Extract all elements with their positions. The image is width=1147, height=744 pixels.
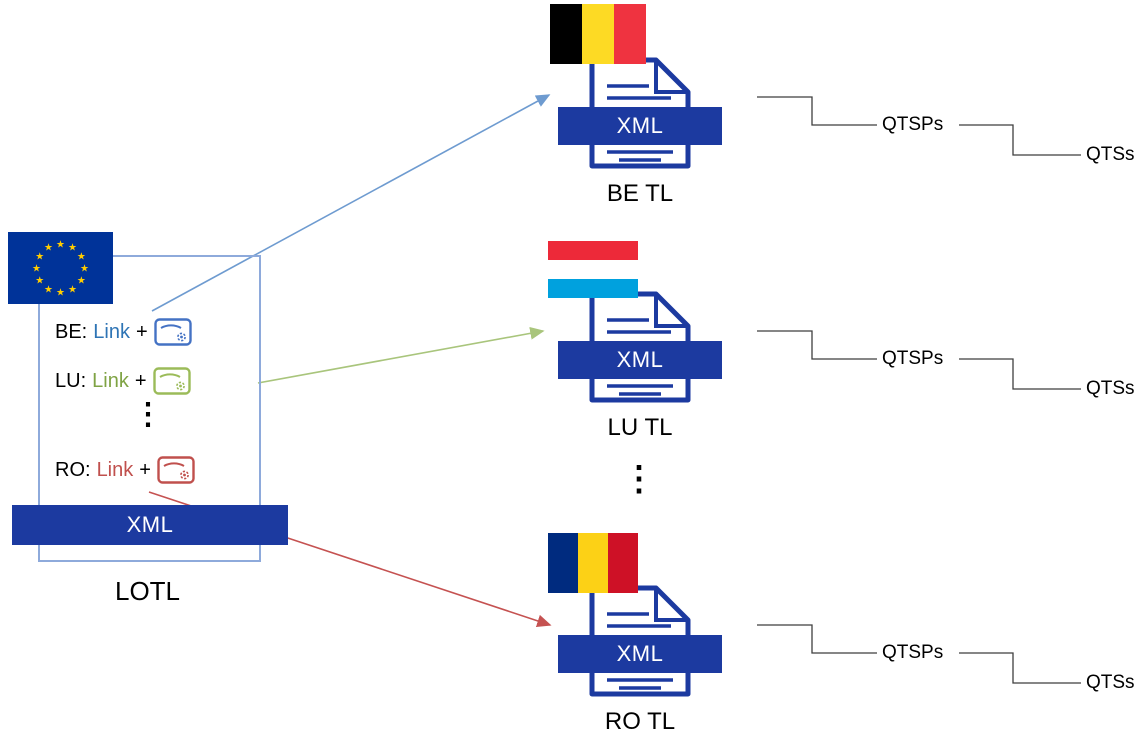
certificate-icon-lu xyxy=(152,367,191,395)
lu-qtsps-label: QTSPs xyxy=(882,348,944,369)
plus-sign: + xyxy=(135,320,148,343)
be-qtsps-label: QTSPs xyxy=(882,114,944,135)
be-tl-link[interactable]: Link xyxy=(93,320,130,343)
ro-tl-link[interactable]: Link xyxy=(96,458,134,481)
country-code-be: BE: xyxy=(55,320,88,343)
svg-text:★: ★ xyxy=(44,243,53,254)
country-code-ro: RO: xyxy=(55,458,91,481)
svg-text:★: ★ xyxy=(77,252,86,263)
be-qtss-label: QTSs xyxy=(1086,144,1135,165)
country-code-lu: LU: xyxy=(55,369,87,392)
connector-be-tl-to-qtsps xyxy=(757,96,877,126)
lu-tl-xml-banner: XML xyxy=(558,341,722,379)
svg-text:★: ★ xyxy=(32,264,41,275)
svg-text:★: ★ xyxy=(77,276,86,287)
be-tl-label: BE TL xyxy=(606,180,674,207)
be-tl-xml-banner: XML xyxy=(558,107,722,145)
luxembourg-flag-icon xyxy=(548,241,638,298)
ro-qtsps-label: QTSPs xyxy=(882,642,944,663)
lotl-xml-banner: XML xyxy=(12,505,288,545)
lu-tl-label: LU TL xyxy=(607,414,673,441)
svg-text:★: ★ xyxy=(56,240,65,251)
ro-tl-xml-banner: XML xyxy=(558,635,722,673)
lotl-entry-ro: RO: Link + xyxy=(55,454,195,486)
svg-text:★: ★ xyxy=(35,252,44,263)
connector-ro-tl-to-qtsps xyxy=(757,624,877,654)
connector-lu-tl-to-qtsps xyxy=(757,330,877,360)
ro-qtss-label: QTSs xyxy=(1086,672,1135,693)
lotl-entry-lu: LU: Link + xyxy=(55,365,191,397)
svg-text:★: ★ xyxy=(68,284,77,295)
ro-tl-label: RO TL xyxy=(604,708,676,735)
certificate-icon-ro xyxy=(157,456,195,484)
plus-sign: + xyxy=(139,458,151,481)
lotl-entries-ellipsis: ⋮ xyxy=(133,398,163,431)
plus-sign: + xyxy=(134,369,147,392)
certificate-icon-be xyxy=(153,318,192,346)
lu-tl-link[interactable]: Link xyxy=(92,369,129,392)
svg-text:★: ★ xyxy=(35,276,44,287)
lotl-label: LOTL xyxy=(114,576,181,606)
lu-qtss-label: QTSs xyxy=(1086,378,1135,399)
connector-ro-qtsps-to-qtss xyxy=(959,652,1081,684)
tl-list-ellipsis: ⋮ xyxy=(622,460,656,498)
arrow-lu-link-to-lu-tl xyxy=(257,327,545,384)
romania-flag-icon xyxy=(548,533,638,593)
connector-lu-qtsps-to-qtss xyxy=(959,358,1081,390)
lotl-entry-be: BE: Link + xyxy=(55,316,192,348)
connector-be-qtsps-to-qtss xyxy=(959,124,1081,156)
svg-text:★: ★ xyxy=(80,264,89,275)
svg-text:★: ★ xyxy=(44,284,53,295)
svg-text:★: ★ xyxy=(56,288,65,299)
lotl-box xyxy=(38,255,261,562)
belgium-flag-icon xyxy=(550,4,646,64)
svg-text:★: ★ xyxy=(68,243,77,254)
eu-flag-icon: ★★ ★★ ★★ ★★ ★★ ★★ xyxy=(8,232,113,304)
